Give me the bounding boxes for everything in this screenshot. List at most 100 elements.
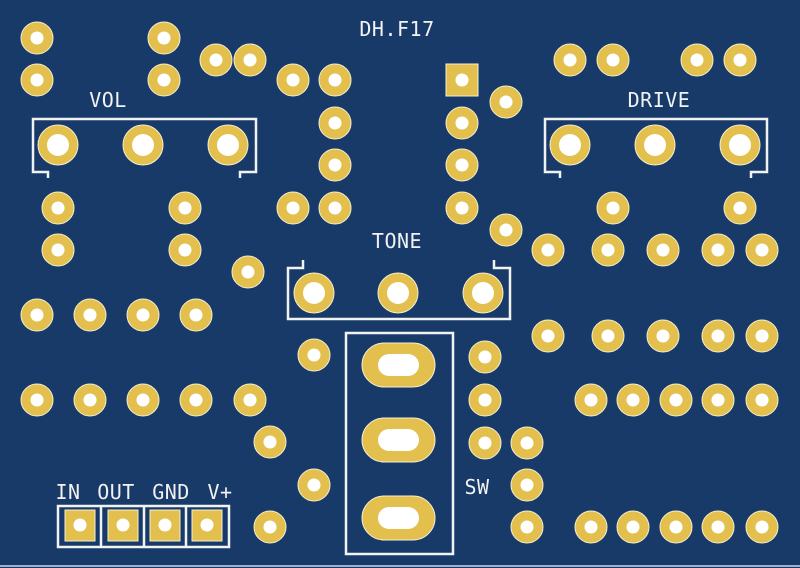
through-hole-pad	[468, 426, 502, 460]
drill-hole	[690, 53, 704, 67]
connector-label-gnd: GND	[152, 480, 190, 504]
drill-hole	[241, 265, 255, 279]
drill-hole	[755, 329, 769, 343]
drill-hole	[711, 243, 725, 257]
connector-label-vplus: V+	[207, 480, 232, 504]
through-hole-pad	[445, 148, 479, 182]
through-hole-pad	[168, 233, 202, 267]
through-hole-pad	[276, 191, 310, 225]
through-hole-pad	[489, 85, 523, 119]
silkscreen-layer	[31, 117, 769, 556]
drill-hole	[520, 436, 534, 450]
ic-pin1-square-pad	[445, 63, 479, 97]
vol-pot-pad	[37, 124, 79, 166]
drill-hole	[286, 73, 300, 87]
drill-hole	[328, 158, 342, 172]
through-hole-pad	[510, 510, 544, 544]
through-hole-pad	[646, 319, 680, 353]
drive-pot-pad	[719, 124, 761, 166]
drill-hole	[669, 393, 683, 407]
header-pad-gnd	[149, 509, 181, 542]
drill-hole	[711, 393, 725, 407]
drill-hole	[563, 53, 577, 67]
drill-hole	[455, 201, 469, 215]
drill-hole	[606, 53, 620, 67]
drill-hole	[520, 478, 534, 492]
board-title: DH.F17	[359, 17, 434, 41]
drill-hole	[83, 308, 97, 322]
through-hole-pad	[147, 63, 181, 97]
copper-pads	[20, 21, 779, 544]
drill-hole	[478, 350, 492, 364]
drill-hole	[478, 436, 492, 450]
through-hole-pad	[318, 191, 352, 225]
drill-hole	[30, 73, 44, 87]
drill-hole	[626, 520, 640, 534]
through-hole-pad	[318, 63, 352, 97]
through-hole-pad	[297, 338, 331, 372]
through-hole-pad	[468, 340, 502, 374]
through-hole-pad	[318, 148, 352, 182]
drill-hole	[157, 31, 171, 45]
drill-hole	[520, 520, 534, 534]
through-hole-pad	[20, 63, 54, 97]
drill-hole	[51, 201, 65, 215]
drill-hole	[455, 73, 469, 87]
through-hole-pad	[73, 383, 107, 417]
through-hole-pad	[468, 383, 502, 417]
through-hole-pad	[723, 43, 757, 77]
vol-label: VOL	[89, 88, 127, 112]
drill-hole	[499, 95, 513, 109]
drill-hole	[189, 393, 203, 407]
switch-label: SW	[464, 475, 490, 499]
drill-slot	[378, 507, 419, 529]
drill-hole	[178, 243, 192, 257]
through-hole-pad	[126, 383, 160, 417]
drill-hole	[30, 308, 44, 322]
drill-hole	[200, 518, 214, 532]
drill-hole	[644, 134, 666, 156]
through-hole-pad	[701, 233, 735, 267]
drill-hole	[30, 393, 44, 407]
drill-hole	[83, 393, 97, 407]
through-hole-pad	[41, 191, 75, 225]
tone-pot-pad	[377, 272, 419, 314]
through-hole-pad	[318, 106, 352, 140]
through-hole-pad	[489, 213, 523, 247]
through-hole-pad	[168, 191, 202, 225]
tone-pot-pad	[462, 272, 504, 314]
drill-hole	[73, 518, 87, 532]
through-hole-pad	[179, 383, 213, 417]
drill-hole	[209, 53, 223, 67]
through-hole-pad	[659, 510, 693, 544]
connector-label-in: IN	[55, 480, 80, 504]
drill-hole	[755, 520, 769, 534]
header-pad-out	[107, 509, 139, 542]
drill-hole	[387, 282, 409, 304]
header-pad-vplus	[191, 509, 223, 542]
drill-hole	[178, 201, 192, 215]
through-hole-pad	[596, 191, 630, 225]
through-hole-pad	[199, 43, 233, 77]
drill-hole	[30, 31, 44, 45]
vol-pot-pad	[207, 124, 249, 166]
through-hole-pad	[680, 43, 714, 77]
through-hole-pad	[616, 510, 650, 544]
through-hole-pad	[297, 468, 331, 502]
through-hole-pad	[233, 43, 267, 77]
through-hole-pad	[745, 233, 779, 267]
drill-hole	[217, 134, 239, 156]
drill-hole	[303, 282, 325, 304]
through-hole-pad	[231, 255, 265, 289]
through-hole-pad	[616, 383, 650, 417]
through-hole-pad	[147, 21, 181, 55]
drill-hole	[116, 518, 130, 532]
drill-hole	[499, 223, 513, 237]
through-hole-pad	[510, 468, 544, 502]
tone-pot-pad	[293, 272, 335, 314]
through-hole-pad	[701, 383, 735, 417]
drill-hole	[559, 134, 581, 156]
drill-hole	[132, 134, 154, 156]
through-hole-pad	[596, 43, 630, 77]
through-hole-pad	[553, 43, 587, 77]
